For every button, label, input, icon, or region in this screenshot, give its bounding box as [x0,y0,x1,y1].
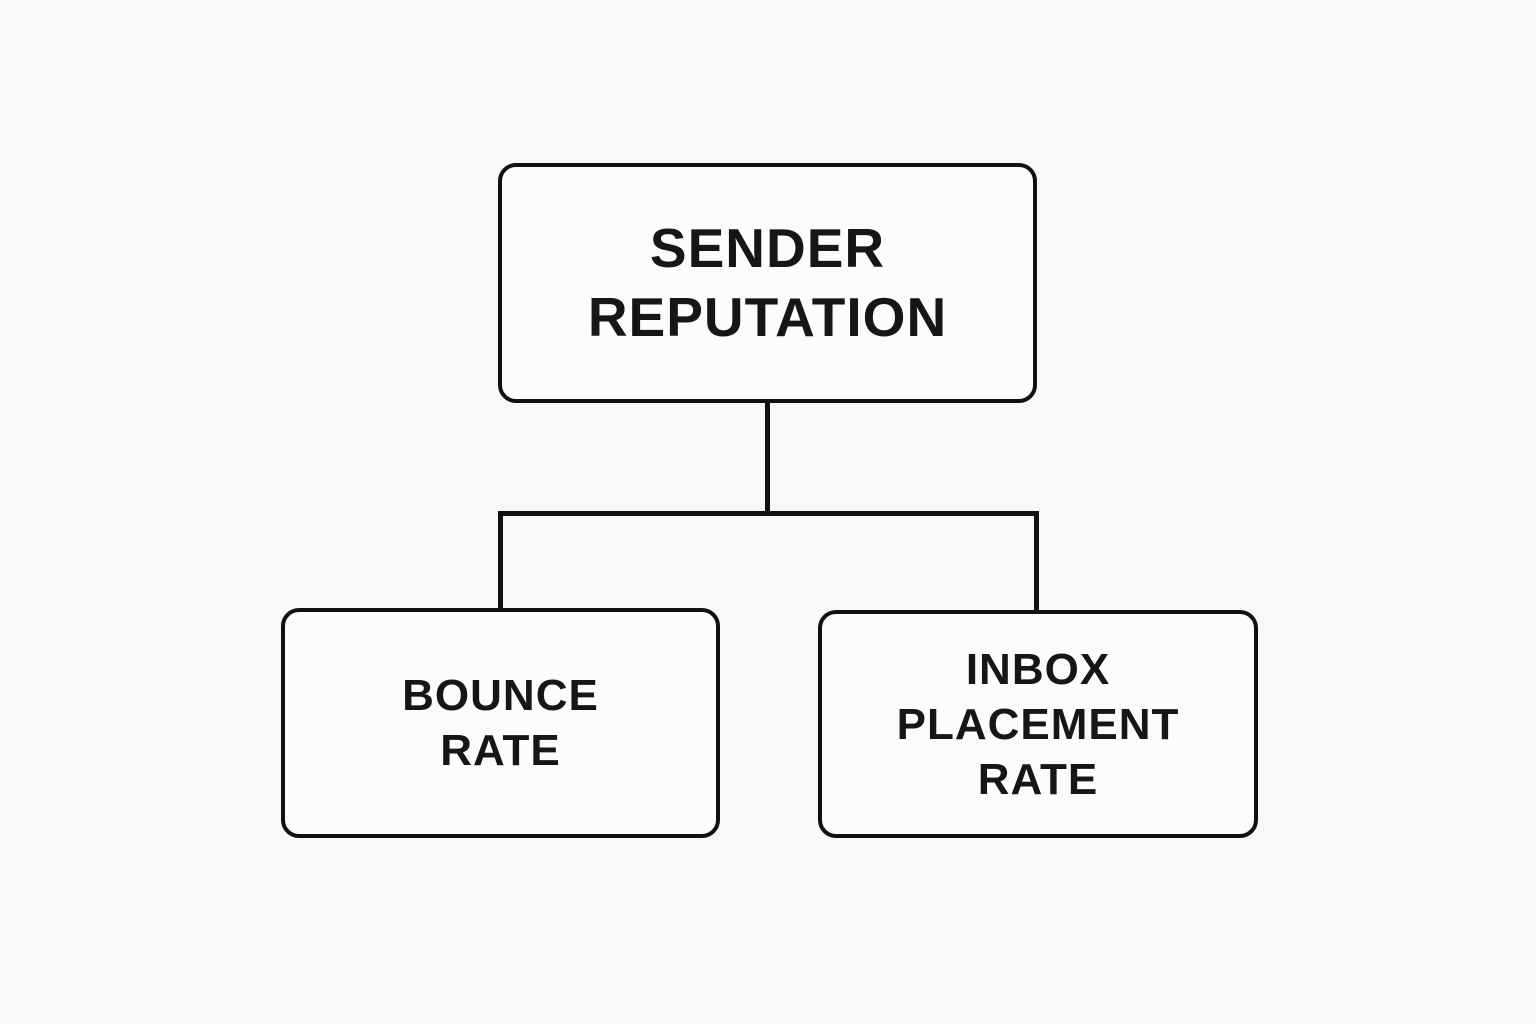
node-sender-reputation: SENDER REPUTATION [498,163,1037,403]
node-bounce-rate: BOUNCE RATE [281,608,720,838]
connector-crossbar [498,511,1039,516]
connector-drop-to-bounce-rate [498,511,503,610]
node-bounce-rate-label: BOUNCE RATE [402,671,599,775]
node-sender-reputation-label: SENDER REPUTATION [587,217,948,348]
node-inbox-placement-rate: INBOX PLACEMENT RATE [818,610,1258,838]
node-inbox-placement-rate-label: INBOX PLACEMENT RATE [896,644,1180,804]
connector-drop-to-inbox-placement-rate [1034,511,1039,612]
connector-root-stem [765,401,770,514]
